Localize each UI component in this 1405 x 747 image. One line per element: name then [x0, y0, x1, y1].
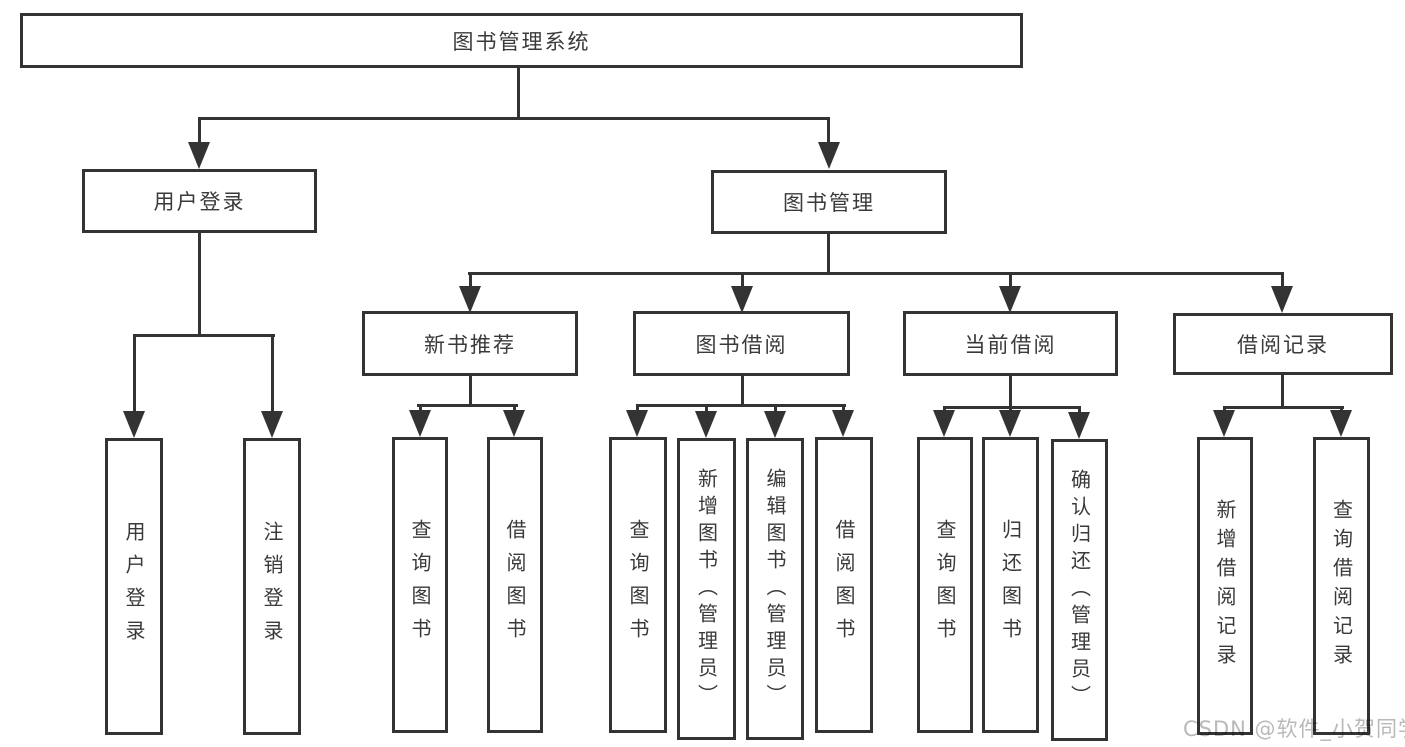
leaf-edit-books-admin: 编辑图书（管理员） [746, 438, 804, 740]
connector-level2-horizontal [468, 272, 1284, 275]
node-new-book-recommend: 新书推荐 [362, 311, 578, 376]
node-current-borrow: 当前借阅 [903, 311, 1118, 376]
leaf-borrow-books-borrow-label: 借阅图书 [832, 519, 856, 651]
arrowhead-to-leaf [503, 410, 525, 437]
connector-bookmgmt-trunk [827, 233, 830, 275]
leaf-add-borrow-record-label: 新增借阅记录 [1213, 499, 1237, 673]
connector-stub [1078, 408, 1081, 414]
leaf-borrow-books-borrow: 借阅图书 [815, 437, 873, 733]
connector-stub [741, 274, 744, 290]
node-book-management: 图书管理 [711, 170, 947, 234]
connector-stub [271, 336, 274, 413]
arrowhead-to-leaf [695, 411, 717, 438]
connector-records-horizontal [1223, 406, 1344, 409]
node-root-label: 图书管理系统 [452, 29, 591, 54]
leaf-add-books-admin-label: 新增图书（管理员） [694, 467, 719, 711]
connector-stub [1281, 274, 1284, 290]
leaf-return-books: 归还图书 [982, 437, 1039, 733]
connector-stub [827, 119, 830, 145]
node-borrow-records-label: 借阅记录 [1237, 333, 1329, 357]
connector-currentborrow-trunk [1009, 376, 1012, 409]
node-book-management-label: 图书管理 [783, 191, 875, 215]
node-book-borrow-label: 图书借阅 [695, 332, 788, 357]
connector-currentborrow-horizontal [943, 406, 1081, 409]
arrowhead-to-borrow-records [1271, 286, 1293, 313]
leaf-query-borrow-record-label: 查询借阅记录 [1329, 499, 1354, 673]
leaf-borrow-books-recommend-label: 借阅图书 [503, 519, 527, 651]
arrowhead-to-leaf [764, 411, 786, 438]
arrowhead-to-leaf [1213, 410, 1235, 437]
arrowhead-to-leaf [832, 410, 854, 437]
leaf-query-borrow-record: 查询借阅记录 [1313, 437, 1370, 735]
arrowhead-to-leaf-logout [261, 411, 283, 438]
leaf-user-login: 用户登录 [105, 438, 163, 735]
arrowhead-to-book-borrow [731, 286, 753, 313]
connector-recommend-trunk [469, 376, 472, 407]
leaf-user-login-label: 用户登录 [122, 520, 146, 653]
leaf-query-books-recommend: 查询图书 [392, 437, 448, 733]
connector-level1-horizontal [198, 117, 830, 120]
connector-recommend-horizontal [417, 404, 518, 407]
connector-userlogin-trunk [198, 233, 201, 337]
leaf-query-books-recommend-label: 查询图书 [408, 519, 432, 651]
arrowhead-to-leaf [999, 410, 1021, 437]
arrowhead-to-current-borrow [999, 286, 1021, 313]
leaf-confirm-return-admin-label: 确认归还（管理员） [1067, 468, 1092, 712]
connector-stub [705, 406, 708, 414]
connector-userlogin-horizontal [133, 334, 275, 337]
node-book-borrow: 图书借阅 [633, 311, 850, 376]
node-user-login-label: 用户登录 [153, 190, 246, 214]
arrowhead-to-leaf [626, 410, 648, 437]
connector-bookborrow-horizontal [636, 404, 846, 407]
arrowhead-to-new-book-recommend [459, 286, 481, 313]
leaf-logout-label: 注销登录 [260, 520, 284, 653]
csdn-watermark: CSDN @软件_小贺同学 [1183, 717, 1405, 741]
leaf-query-books-borrow-label: 查询图书 [626, 519, 650, 651]
arrowhead-to-leaf [1068, 412, 1090, 439]
connector-stub [198, 119, 201, 145]
arrowhead-to-leaf [1330, 410, 1352, 437]
connector-stub [1009, 274, 1012, 290]
leaf-edit-books-admin-label: 编辑图书（管理员） [763, 467, 787, 711]
arrowhead-to-leaf [933, 410, 955, 437]
connector-bookborrow-trunk [741, 376, 744, 407]
node-new-book-recommend-label: 新书推荐 [424, 332, 516, 357]
node-borrow-records: 借阅记录 [1173, 313, 1393, 375]
leaf-return-books-label: 归还图书 [998, 519, 1023, 651]
leaf-query-books-current-label: 查询图书 [933, 519, 957, 651]
node-root: 图书管理系统 [20, 13, 1023, 68]
connector-stub [133, 336, 136, 413]
leaf-query-books-borrow: 查询图书 [609, 437, 667, 733]
leaf-confirm-return-admin: 确认归还（管理员） [1051, 439, 1108, 741]
connector-root-trunk [517, 68, 520, 120]
node-current-borrow-label: 当前借阅 [964, 332, 1057, 357]
arrowhead-to-book-management [818, 142, 840, 169]
connector-stub [774, 406, 777, 414]
leaf-logout: 注销登录 [243, 438, 301, 735]
connector-stub [469, 274, 472, 290]
arrowhead-to-user-login [188, 142, 210, 169]
connector-records-trunk [1281, 375, 1284, 409]
node-user-login: 用户登录 [82, 169, 317, 233]
arrowhead-to-leaf-user-login [123, 411, 145, 438]
leaf-borrow-books-recommend: 借阅图书 [487, 437, 543, 733]
leaf-add-books-admin: 新增图书（管理员） [677, 438, 736, 740]
leaf-add-borrow-record: 新增借阅记录 [1197, 437, 1253, 735]
arrowhead-to-leaf [409, 410, 431, 437]
leaf-query-books-current: 查询图书 [917, 437, 973, 733]
